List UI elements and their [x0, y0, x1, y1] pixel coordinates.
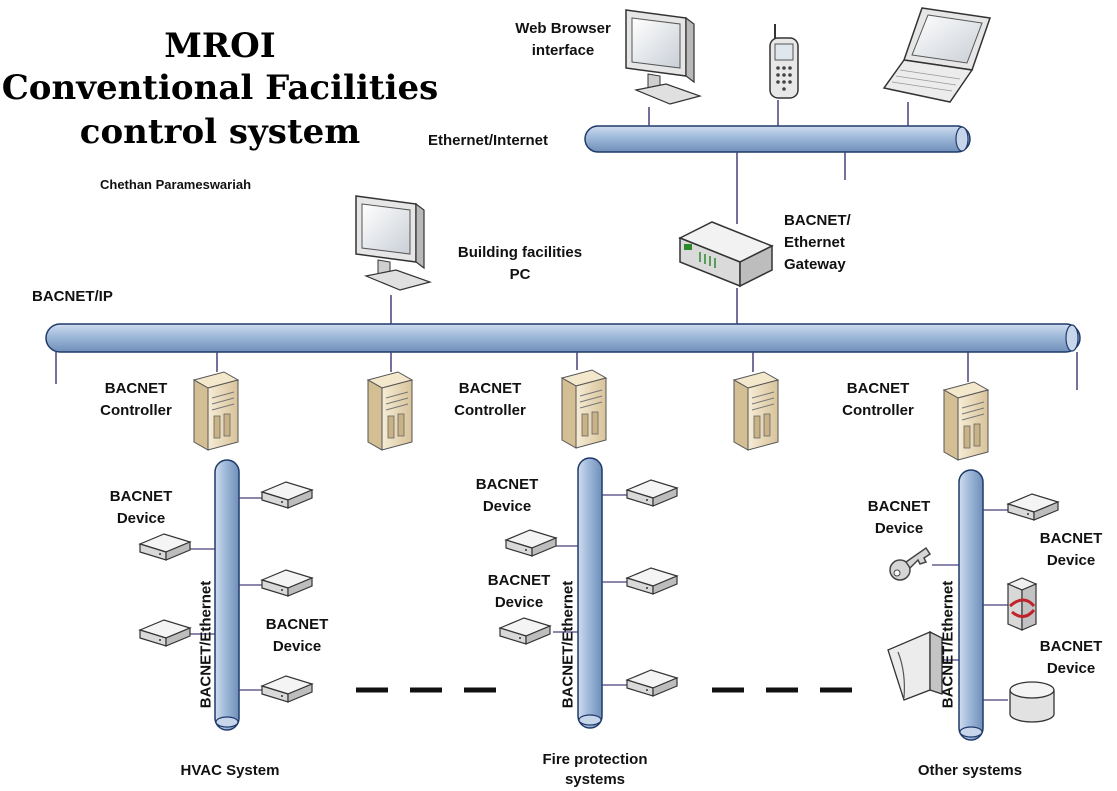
- controller-label-2: BACNET Controller: [440, 378, 540, 422]
- tank-icon: [1009, 681, 1055, 723]
- bacnet-ip-connectors: [55, 288, 1078, 390]
- device-label-line: BACNET: [1039, 638, 1103, 655]
- vertical-bus-other: [958, 469, 984, 741]
- vertical-bus-hvac: [214, 459, 240, 731]
- device-label-line: Device: [116, 510, 166, 527]
- device-icon: [499, 617, 551, 645]
- bus-label-fire: BACNET/Ethernet: [559, 580, 577, 709]
- facilities-pc-label-line: Building facilities: [457, 244, 583, 261]
- card-reader-icon: [887, 630, 943, 701]
- controller-label-3: BACNET Controller: [828, 378, 928, 422]
- device-label-fire-a: BACNET Device: [462, 474, 552, 518]
- controller-label-line: BACNET: [458, 380, 522, 397]
- device-label-line: BACNET: [475, 476, 539, 493]
- device-icon: [626, 567, 678, 595]
- sensor-device-icon: [1006, 577, 1038, 631]
- device-label-other-b: BACNET Device: [1026, 528, 1116, 572]
- gateway-label: BACNET/ Ethernet Gateway: [784, 210, 851, 276]
- title-line-3: control system: [79, 112, 361, 152]
- device-label-line: Device: [874, 520, 924, 537]
- key-icon: [889, 546, 932, 581]
- device-label-line: BACNET: [487, 572, 551, 589]
- internet-pipe: [584, 125, 971, 153]
- device-icon: [261, 569, 313, 597]
- device-icon: [139, 533, 191, 561]
- controller-label-1: BACNET Controller: [86, 378, 186, 422]
- device-label-line: Device: [1046, 660, 1096, 677]
- controller-label-line: BACNET: [104, 380, 168, 397]
- device-label-other-c: BACNET Device: [1026, 636, 1116, 680]
- facilities-pc-label: Building facilities PC: [440, 242, 600, 286]
- device-icon: [626, 479, 678, 507]
- device-icon: [505, 529, 557, 557]
- gateway-icon: [678, 221, 774, 288]
- author: Chethan Parameswariah: [100, 177, 252, 192]
- device-label-line: BACNET: [109, 488, 173, 505]
- device-label-hvac-a: BACNET Device: [96, 486, 186, 530]
- controller-label-line: Controller: [100, 402, 172, 419]
- title-line-2: Conventional Facilities: [1, 68, 439, 108]
- controller-label-line: Controller: [454, 402, 526, 419]
- system-label-other: Other systems: [917, 762, 1023, 779]
- system-label-fire: Fire protection systems: [510, 750, 680, 790]
- device-icon: [261, 481, 313, 509]
- system-label-hvac: HVAC System: [180, 762, 280, 779]
- server-icon: [193, 371, 239, 451]
- bus-label-hvac: BACNET/Ethernet: [197, 580, 215, 709]
- server-icon: [943, 381, 989, 461]
- gateway-label-line: Gateway: [784, 256, 846, 273]
- web-browser-label: Web Browser interface: [500, 18, 626, 62]
- internet-label: Ethernet/Internet: [428, 132, 549, 149]
- bus-label-other: BACNET/Ethernet: [939, 580, 957, 709]
- facilities-pc-monitor-icon: [355, 195, 431, 291]
- device-label-other-a: BACNET Device: [854, 496, 944, 540]
- bacnet-ip-label: BACNET/IP: [32, 288, 113, 305]
- web-browser-monitor-icon: [625, 9, 701, 105]
- device-connectors: [190, 494, 1008, 701]
- device-icon: [261, 675, 313, 703]
- bacnet-ip-pipe: [45, 323, 1081, 353]
- device-icon: [626, 669, 678, 697]
- device-label-line: Device: [1046, 552, 1096, 569]
- laptop-icon: [882, 7, 992, 103]
- system-label-line: systems: [564, 771, 626, 788]
- controller-label-line: BACNET: [846, 380, 910, 397]
- gateway-label-line: Ethernet: [784, 234, 845, 251]
- server-icon: [733, 371, 779, 451]
- device-label-line: BACNET: [867, 498, 931, 515]
- device-label-hvac-b: BACNET Device: [252, 614, 342, 658]
- gateway-label-line: BACNET/: [784, 212, 851, 229]
- vertical-bus-fire: [577, 457, 603, 729]
- web-browser-label-line: interface: [531, 42, 595, 59]
- device-label-fire-b: BACNET Device: [474, 570, 564, 614]
- title-line-1: MROI: [164, 26, 276, 66]
- controller-label-line: Controller: [842, 402, 914, 419]
- system-label-line: Fire protection: [542, 751, 648, 768]
- device-label-line: Device: [272, 638, 322, 655]
- mobile-phone-icon: [769, 24, 799, 99]
- internet-connectors: [648, 100, 909, 224]
- web-browser-label-line: Web Browser: [515, 20, 611, 37]
- device-label-line: BACNET: [1039, 530, 1103, 547]
- server-icon: [561, 369, 607, 449]
- device-label-line: BACNET: [265, 616, 329, 633]
- device-icon: [1007, 493, 1059, 521]
- device-label-line: Device: [482, 498, 532, 515]
- server-icon: [367, 371, 413, 451]
- facilities-pc-label-line: PC: [509, 266, 531, 283]
- device-icon: [139, 619, 191, 647]
- device-label-line: Device: [494, 594, 544, 611]
